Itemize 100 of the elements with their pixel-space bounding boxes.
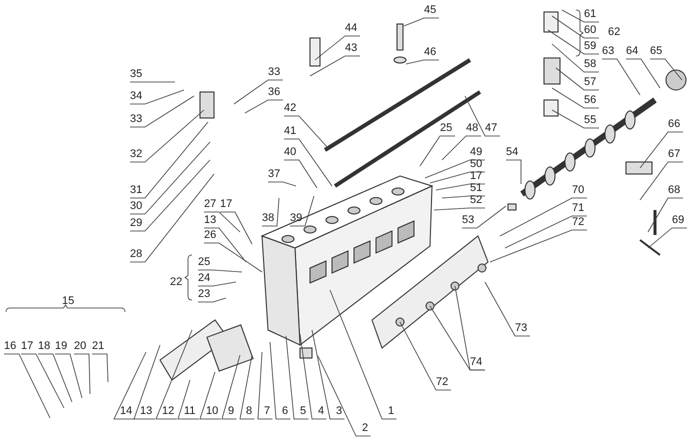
leader-line: [464, 96, 500, 136]
leader-line: [462, 206, 506, 228]
callout-number: 18: [38, 340, 50, 353]
callout-number: 34: [130, 90, 142, 103]
callout-number: 74: [470, 356, 482, 369]
leader-line: [244, 100, 284, 114]
group-number: 62: [608, 26, 620, 39]
callout-number: 53: [462, 214, 474, 227]
callout-number: 38: [262, 212, 274, 225]
leader-line: [177, 380, 200, 420]
callout-number: 60: [584, 24, 596, 37]
leader-line: [330, 290, 397, 420]
leader-line: [204, 228, 246, 262]
callout-number: 67: [668, 148, 680, 161]
leader-line: [130, 96, 194, 128]
callout-number: 32: [130, 148, 142, 161]
callout-number: 35: [130, 68, 142, 81]
leader-line: [506, 160, 522, 184]
callout-number: 23: [198, 288, 210, 301]
callout-number: 64: [626, 45, 638, 58]
callout-number: 31: [130, 184, 142, 197]
callout-number: 2: [362, 422, 368, 435]
leader-line: [318, 356, 371, 436]
leader-line: [270, 342, 291, 420]
callout-number: 42: [284, 102, 296, 115]
leader-line: [490, 230, 588, 262]
callout-number: 12: [162, 405, 174, 418]
callout-number: 52: [470, 194, 482, 207]
leader-line: [130, 90, 184, 104]
callout-number: 30: [130, 200, 142, 213]
callout-number: 5: [300, 405, 306, 418]
leader-line: [54, 354, 82, 398]
leader-line: [430, 172, 486, 184]
callout-number: 61: [584, 8, 596, 21]
callout-number: 58: [584, 58, 596, 71]
callout-number: 21: [92, 340, 104, 353]
callout-number: 17: [21, 340, 34, 353]
leader-line: [500, 198, 588, 236]
leader-line: [434, 208, 486, 210]
callout-number: 33: [268, 66, 280, 79]
callout-number: 57: [584, 76, 596, 89]
callout-number: 11: [184, 405, 196, 418]
callout-number: 55: [584, 114, 596, 127]
callout-number: 1: [388, 405, 394, 418]
leader-line: [430, 306, 486, 370]
leader-line: [552, 110, 600, 128]
leader-line: [602, 58, 640, 96]
leader-line: [312, 330, 345, 420]
leader-line: [562, 10, 600, 22]
leader-line: [133, 344, 160, 420]
callout-number: 44: [345, 22, 358, 35]
callout-number: 7: [264, 405, 270, 418]
callout-number: 16: [4, 340, 16, 353]
leader-line: [268, 182, 296, 186]
callout-number: 70: [572, 184, 584, 197]
callout-number: 4: [318, 405, 324, 418]
leader-line: [442, 196, 486, 198]
callout-number: 69: [672, 214, 684, 227]
callout-number: 43: [345, 42, 358, 55]
leader-line: [240, 354, 255, 420]
leader-line: [314, 36, 360, 60]
leader-line: [286, 336, 309, 420]
callout-number: 73: [515, 322, 528, 335]
callout-number: 40: [284, 146, 296, 159]
callout-number: 37: [268, 168, 280, 181]
callout-number: 26: [204, 229, 216, 242]
callout-number: 29: [130, 217, 142, 230]
leader-line: [130, 142, 210, 214]
leader-line: [155, 330, 192, 420]
leader-line: [548, 30, 600, 54]
leader-line: [406, 60, 440, 64]
callout-number: 20: [74, 340, 86, 353]
callout-number: 46: [424, 46, 436, 59]
callout-number: 17: [220, 198, 232, 211]
leader-line: [198, 270, 242, 272]
leader-line: [130, 160, 210, 232]
group-number: 15: [62, 295, 74, 308]
leader-line: [130, 110, 204, 162]
leader-line: [92, 354, 108, 382]
leader-line: [648, 228, 688, 248]
leader-line: [220, 212, 252, 244]
leader-line: [436, 184, 486, 190]
callout-number: 65: [650, 45, 662, 58]
leader-line: [648, 198, 684, 232]
callout-number: 28: [130, 248, 142, 261]
leader-line: [404, 18, 440, 26]
callout-number: 54: [506, 146, 518, 159]
leader-line: [552, 44, 600, 72]
leader-line: [38, 354, 72, 402]
leader-line: [234, 80, 284, 104]
callout-number: 33: [130, 113, 142, 126]
leader-line: [626, 58, 660, 88]
callout-number: 13: [140, 405, 152, 418]
leader-line: [424, 160, 486, 178]
callout-number: 45: [424, 4, 436, 17]
callout-number: 63: [602, 45, 614, 58]
callout-number: 13: [204, 214, 216, 227]
callout-number: 3: [336, 405, 342, 418]
callout-number: 66: [668, 118, 680, 131]
callout-number: 36: [268, 86, 280, 99]
